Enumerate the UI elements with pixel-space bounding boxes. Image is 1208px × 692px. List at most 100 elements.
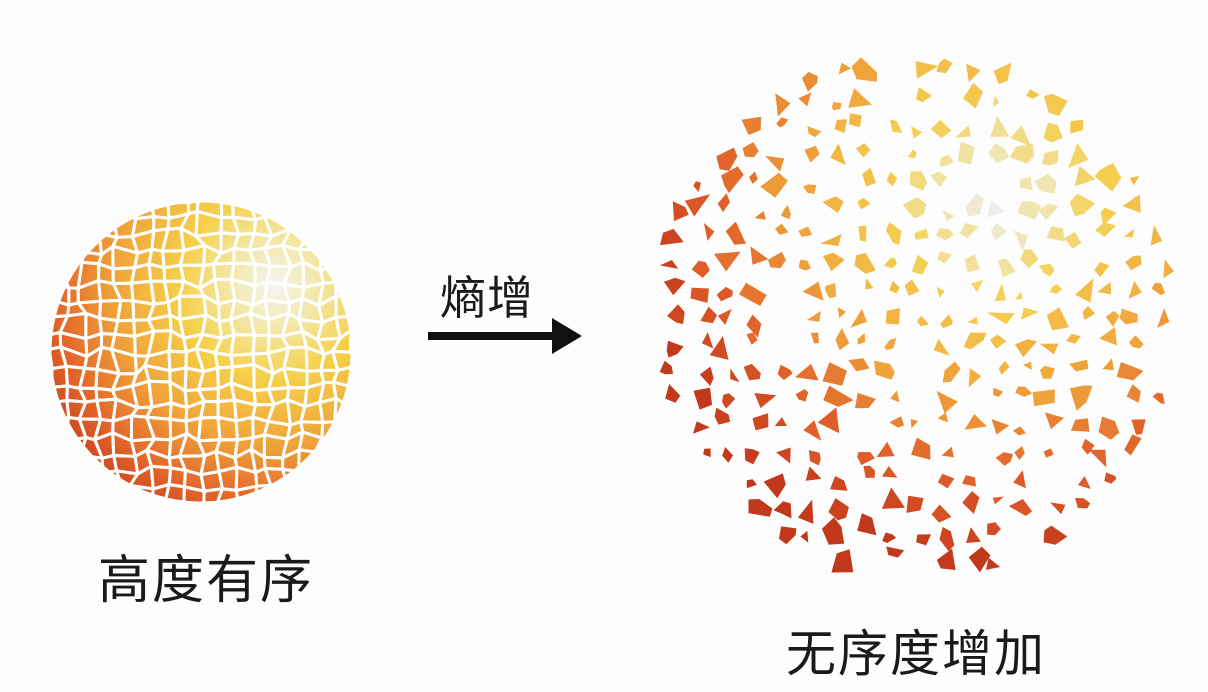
mosaic-fragment bbox=[1129, 335, 1144, 349]
mosaic-fragment bbox=[874, 360, 895, 380]
mosaic-fragment bbox=[911, 437, 931, 460]
mosaic-fragment bbox=[851, 57, 878, 82]
mosaic-fragment bbox=[832, 102, 842, 111]
mosaic-fragment bbox=[941, 446, 954, 458]
mosaic-tile bbox=[110, 200, 138, 221]
mosaic-fragment bbox=[942, 361, 961, 383]
mosaic-fragment bbox=[1043, 448, 1054, 458]
mosaic-fragment bbox=[1150, 225, 1163, 246]
mosaic-tile bbox=[331, 247, 353, 270]
mosaic-fragment bbox=[850, 308, 867, 328]
mosaic-fragment bbox=[750, 246, 769, 265]
mosaic-fragment bbox=[1126, 384, 1141, 403]
mosaic-fragment bbox=[730, 368, 740, 383]
disordered-fragment-cloud bbox=[659, 57, 1174, 573]
mosaic-fragment bbox=[817, 407, 840, 434]
mosaic-fragment bbox=[890, 390, 900, 403]
mosaic-tile bbox=[30, 299, 47, 317]
mosaic-tile bbox=[100, 481, 123, 504]
mosaic-fragment bbox=[768, 251, 786, 269]
mosaic-tile bbox=[146, 499, 173, 504]
mosaic-fragment bbox=[1129, 175, 1140, 186]
mosaic-tile bbox=[203, 506, 219, 523]
mosaic-fragment bbox=[963, 332, 987, 350]
mosaic-fragment bbox=[1152, 392, 1165, 404]
mosaic-fragment bbox=[930, 171, 948, 188]
mosaic-fragment bbox=[800, 530, 809, 543]
mosaic-tile bbox=[182, 485, 206, 504]
mosaic-tile bbox=[265, 483, 290, 504]
mosaic-fragment bbox=[857, 513, 877, 536]
mosaic-fragment bbox=[777, 364, 793, 381]
mosaic-fragment bbox=[1013, 470, 1026, 489]
mosaic-fragment bbox=[848, 113, 862, 128]
mosaic-fragment bbox=[822, 252, 845, 272]
mosaic-fragment bbox=[1042, 150, 1059, 166]
mosaic-fragment bbox=[1105, 310, 1120, 327]
mosaic-fragment bbox=[1069, 385, 1093, 411]
mosaic-fragment bbox=[883, 257, 897, 269]
mosaic-fragment bbox=[717, 193, 730, 213]
mosaic-tile bbox=[332, 420, 353, 444]
mosaic-fragment bbox=[743, 363, 761, 381]
mosaic-fragment bbox=[936, 390, 958, 414]
mosaic-fragment bbox=[886, 171, 898, 187]
mosaic-tile bbox=[134, 499, 154, 504]
ordered-mosaic-circle bbox=[30, 199, 354, 523]
mosaic-tile bbox=[82, 467, 106, 489]
mosaic-fragment bbox=[992, 95, 1000, 107]
mosaic-fragment bbox=[1074, 165, 1096, 187]
mosaic-fragment bbox=[1157, 308, 1170, 328]
mosaic-fragment bbox=[990, 334, 1007, 349]
mosaic-fragment bbox=[828, 498, 849, 521]
mosaic-fragment bbox=[1075, 498, 1091, 509]
mosaic-fragment bbox=[1124, 434, 1142, 456]
mosaic-fragment bbox=[963, 82, 984, 109]
mosaic-fragment bbox=[1082, 306, 1096, 320]
mosaic-fragment bbox=[830, 143, 846, 166]
mosaic-fragment bbox=[994, 283, 1006, 302]
mosaic-tile bbox=[332, 437, 353, 457]
mosaic-fragment bbox=[802, 72, 818, 92]
mosaic-fragment bbox=[746, 479, 757, 489]
mosaic-fragment bbox=[744, 448, 760, 465]
mosaic-fragment bbox=[931, 504, 952, 523]
mosaic-fragment bbox=[962, 475, 976, 487]
mosaic-fragment bbox=[1095, 222, 1117, 237]
mosaic-tile bbox=[33, 314, 47, 336]
mosaic-fragment bbox=[716, 286, 733, 302]
mosaic-fragment bbox=[1038, 203, 1059, 221]
mosaic-fragment bbox=[1038, 263, 1055, 277]
mosaic-fragment bbox=[857, 333, 866, 345]
mosaic-fragment bbox=[1097, 281, 1112, 295]
mosaic-fragment bbox=[775, 223, 789, 235]
mosaic-fragment bbox=[746, 314, 762, 338]
mosaic-tile bbox=[49, 401, 51, 426]
mosaic-fragment bbox=[1070, 418, 1090, 432]
mosaic-fragment bbox=[821, 517, 845, 545]
mosaic-tile bbox=[49, 347, 54, 371]
mosaic-fragment bbox=[967, 317, 978, 325]
mosaic-fragment bbox=[968, 368, 982, 388]
mosaic-fragment bbox=[693, 387, 713, 410]
mosaic-fragment bbox=[881, 487, 905, 509]
mosaic-fragment bbox=[889, 416, 905, 428]
mosaic-fragment bbox=[993, 387, 1004, 397]
mosaic-fragment bbox=[659, 360, 673, 375]
mosaic-fragment bbox=[939, 527, 955, 552]
mosaic-fragment bbox=[1081, 438, 1095, 455]
mosaic-fragment bbox=[997, 258, 1016, 278]
mosaic-fragment bbox=[703, 448, 711, 458]
mosaic-fragment bbox=[1040, 365, 1055, 379]
mosaic-fragment bbox=[806, 311, 821, 322]
mosaic-fragment bbox=[752, 413, 769, 431]
mosaic-fragment bbox=[936, 58, 953, 74]
mosaic-fragment bbox=[1032, 389, 1055, 407]
mosaic-fragment bbox=[937, 412, 949, 423]
mosaic-fragment bbox=[831, 549, 854, 573]
mosaic-fragment bbox=[1017, 201, 1042, 220]
mosaic-fragment bbox=[962, 491, 980, 514]
mosaic-fragment bbox=[966, 527, 981, 543]
mosaic-fragment bbox=[959, 223, 979, 239]
